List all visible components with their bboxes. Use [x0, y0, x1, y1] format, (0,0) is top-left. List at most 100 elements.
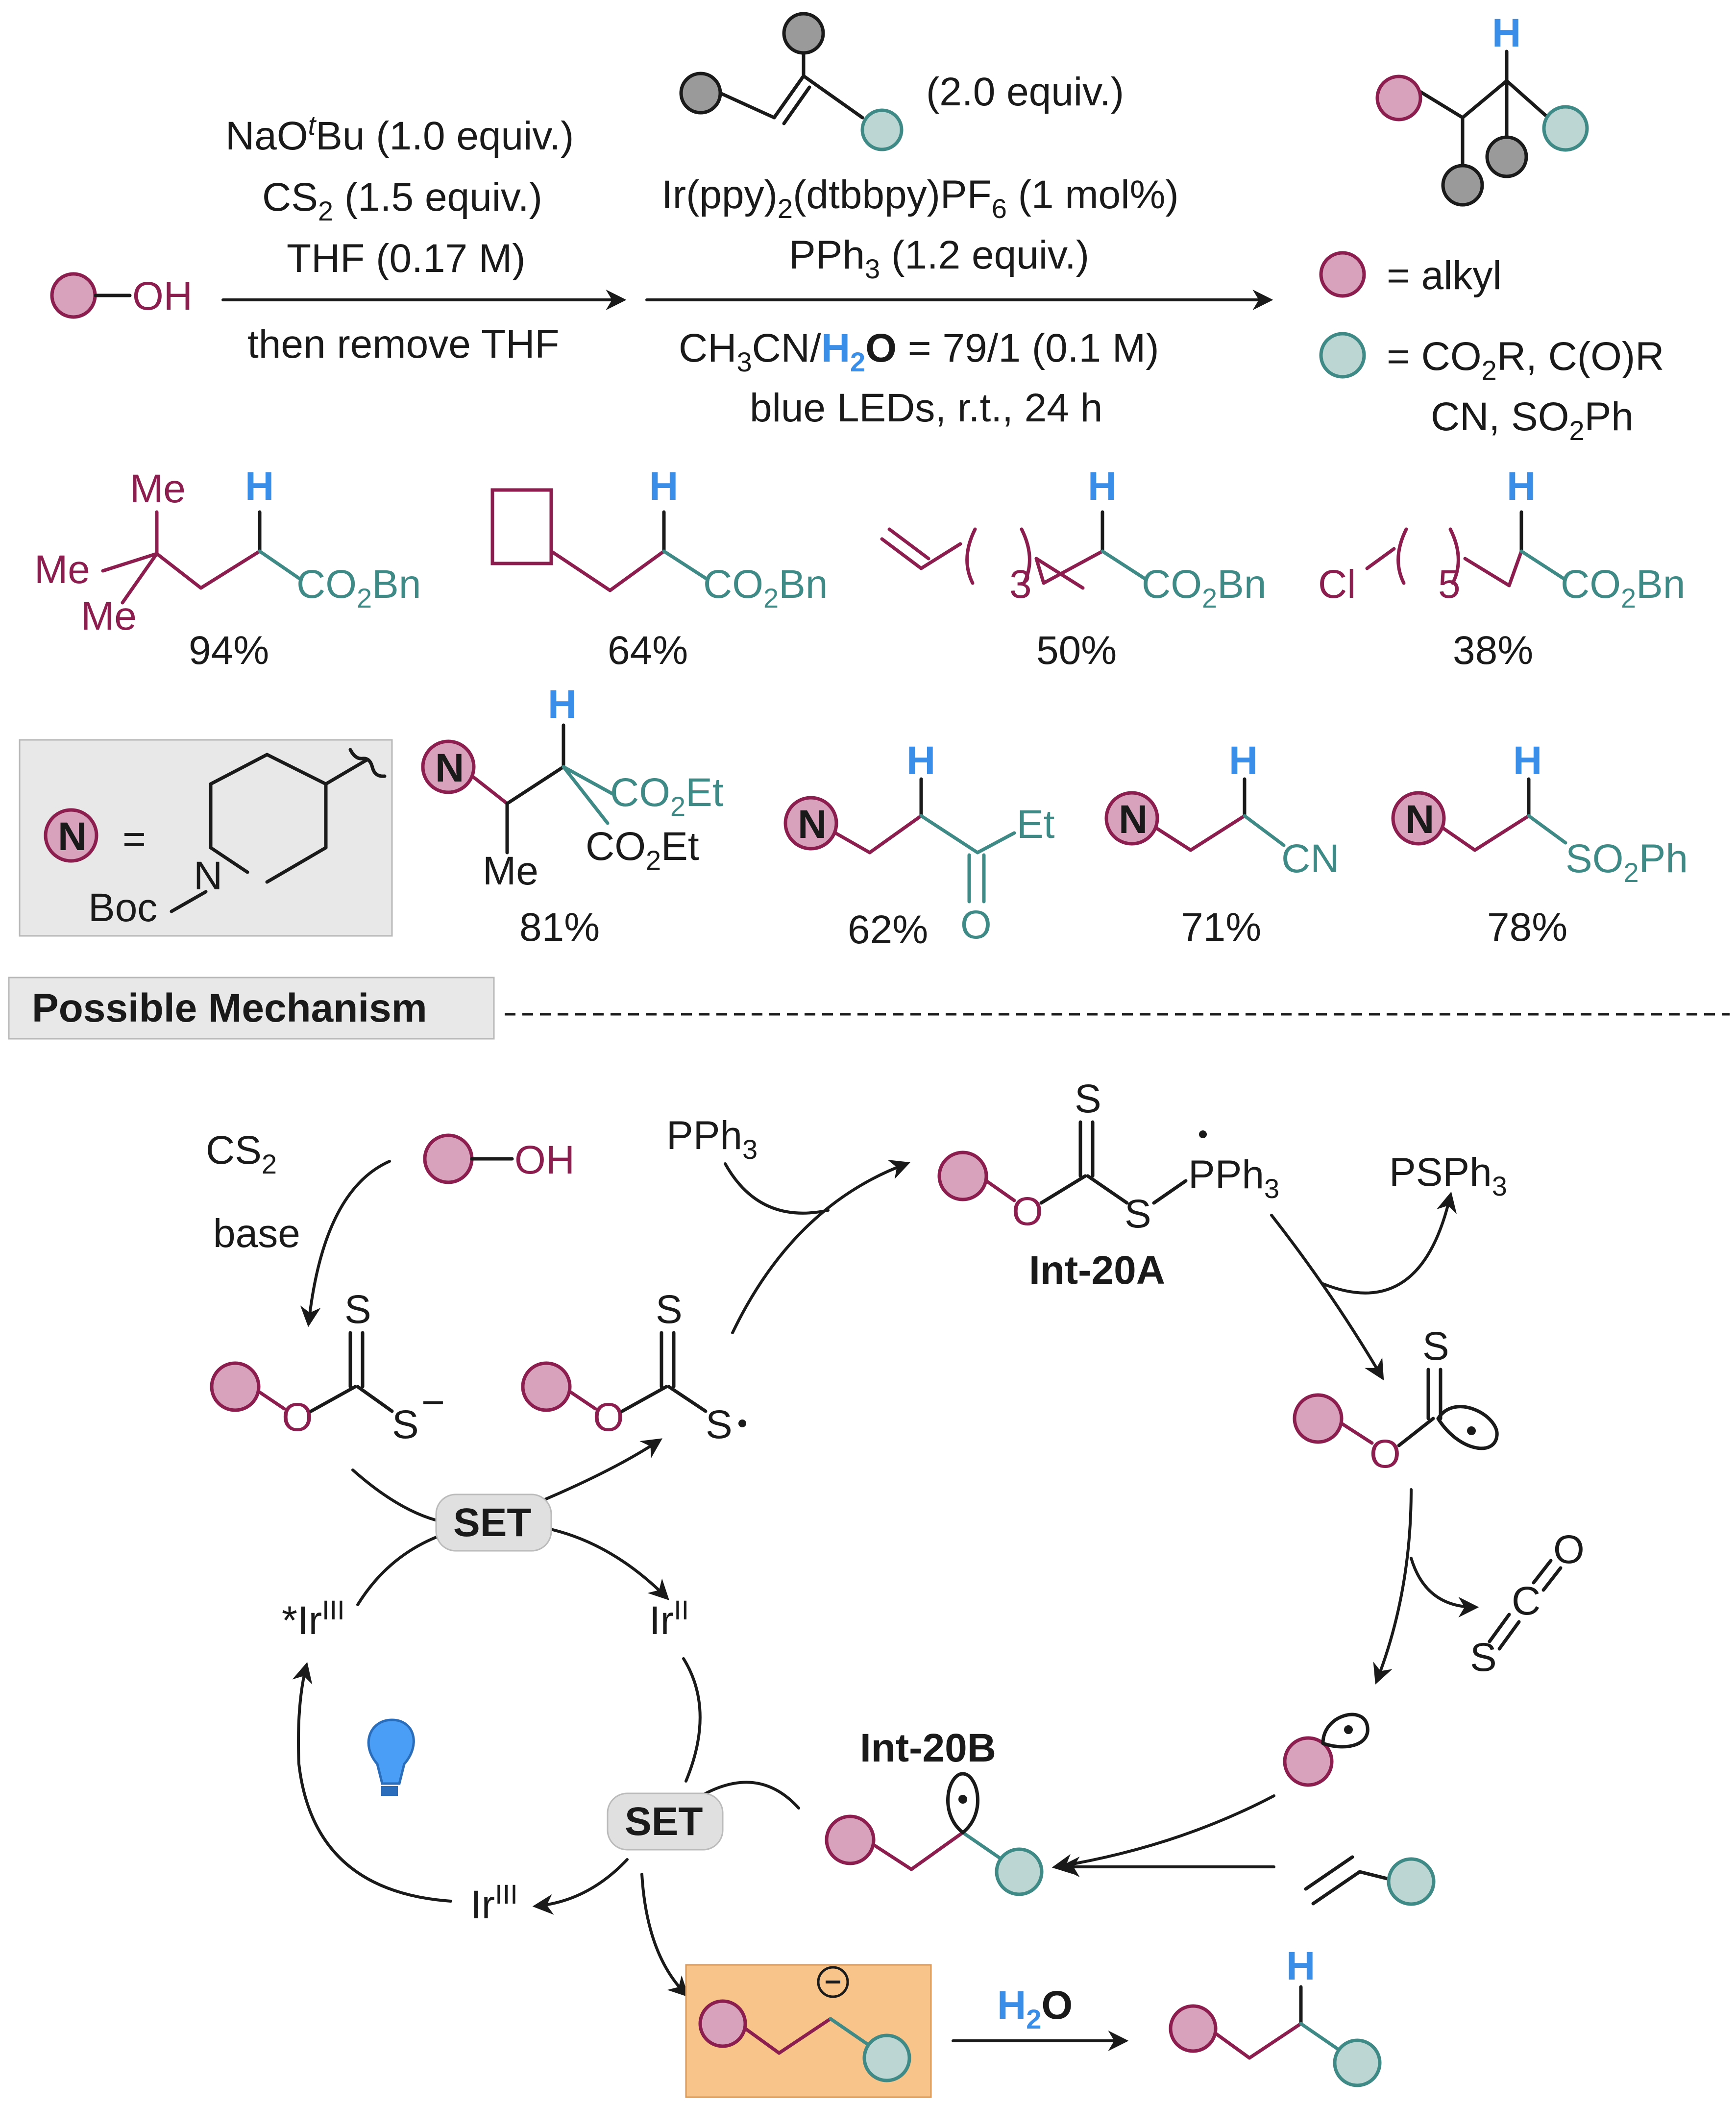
alkene-equiv: (2.0 equiv.): [926, 70, 1124, 114]
reagent-cs2: CS2 (1.5 equiv.): [262, 175, 542, 226]
oh-label: OH: [132, 274, 193, 318]
legend-ewg-line1: = CO2R, C(O)R: [1387, 334, 1664, 386]
svg-text:SET: SET: [625, 1799, 703, 1844]
yield-3: 50%: [1036, 628, 1117, 673]
svg-text:H: H: [548, 682, 577, 727]
svg-text:O: O: [1553, 1527, 1585, 1572]
svg-text:H: H: [1507, 464, 1536, 509]
svg-text:−: −: [421, 1380, 445, 1425]
svg-text:H: H: [1229, 738, 1258, 783]
svg-text:S: S: [1470, 1635, 1497, 1680]
svg-text:S: S: [344, 1287, 371, 1332]
reagent-naotbu: NaOtBu (1.0 equiv.): [225, 110, 574, 158]
product-2: H CO2Bn 64%: [490, 464, 828, 673]
svg-text:N: N: [1405, 797, 1434, 842]
yield-2: 64%: [608, 628, 688, 673]
ir-excited: *IrIII: [282, 1594, 345, 1643]
mechanism-header-box: [8, 977, 495, 1040]
svg-text:Cl: Cl: [1318, 562, 1356, 607]
svg-text:H: H: [906, 738, 935, 783]
ir-iii: IrIII: [470, 1879, 518, 1927]
ir-ii: IrII: [649, 1594, 689, 1643]
legend-alkyl-ball: [1319, 251, 1366, 298]
legend-ewg-line2: CN, SO2Ph: [1431, 394, 1634, 446]
svg-text:O: O: [282, 1395, 313, 1440]
svg-text:H: H: [1492, 11, 1521, 55]
svg-text:H: H: [1286, 1944, 1315, 1988]
svg-text:S: S: [392, 1402, 419, 1447]
yield-6: 62%: [848, 907, 928, 952]
reagent-catalyst: Ir(ppy)2(dtbbpy)PF6 (1 mol%): [661, 172, 1179, 224]
carbanion: [698, 1966, 911, 2082]
xanthyl-radical: O S S: [521, 1287, 746, 1447]
reagent-thf: THF (0.17 M): [287, 236, 525, 281]
light-bulb-icon: [367, 1718, 415, 1796]
svg-text:Me: Me: [483, 849, 538, 893]
svg-text:N: N: [1119, 797, 1148, 842]
svg-text:S: S: [1125, 1192, 1151, 1236]
svg-text:OH: OH: [514, 1138, 575, 1182]
cos-product: S C O: [1470, 1527, 1585, 1680]
svg-text:Me: Me: [81, 594, 137, 638]
product-row-2: N = N Boc N H CO2Et CO2Et: [19, 682, 1688, 952]
alkyl-ball: [50, 272, 97, 319]
boc-piperidine: N Boc: [88, 748, 387, 930]
product-4: Cl 5 H CO2Bn 38%: [1318, 464, 1685, 673]
product-3: 3 H CO2Bn 50%: [880, 464, 1266, 673]
svg-text:O: O: [1369, 1432, 1401, 1476]
yield-8: 78%: [1487, 905, 1567, 950]
svg-text:Me: Me: [130, 466, 186, 511]
reagent-pph3: PPh3 (1.2 equiv.): [789, 233, 1089, 284]
svg-text:H: H: [1513, 738, 1542, 783]
svg-text:N: N: [194, 854, 222, 898]
svg-text:CO2Bn: CO2Bn: [1142, 562, 1266, 613]
alkene-acceptor: [1304, 1855, 1436, 1906]
svg-text:SO2Ph: SO2Ph: [1565, 836, 1688, 888]
int-20a-label: Int-20A: [1029, 1248, 1165, 1293]
svg-text:CO2Et: CO2Et: [586, 824, 699, 876]
alkoxythiocarbonyl-radical: O S: [1293, 1324, 1499, 1476]
mechanism: CS2 base OH O S S − O: [206, 1077, 1585, 2098]
alkene-reagent: [679, 12, 904, 151]
svg-text:S: S: [1075, 1077, 1101, 1121]
svg-text:O: O: [593, 1395, 624, 1440]
int-20a: O S S PPh3: [937, 1077, 1279, 1236]
mechanism-header: Possible Mechanism: [32, 986, 427, 1030]
int-20b-label: Int-20B: [860, 1726, 996, 1770]
svg-text:PPh3: PPh3: [1188, 1152, 1279, 1204]
svg-text:O: O: [1012, 1189, 1043, 1234]
yield-4: 38%: [1453, 628, 1533, 673]
product-5: N H CO2Et CO2Et Me 81%: [421, 682, 724, 950]
reagent-light: blue LEDs, r.t., 24 h: [750, 386, 1102, 430]
svg-text:CO2Bn: CO2Bn: [296, 562, 421, 613]
yield-5: 81%: [519, 905, 600, 950]
legend-alkyl: = alkyl: [1387, 253, 1502, 298]
svg-text:H: H: [649, 464, 678, 509]
cs2-label: CS2: [206, 1128, 277, 1179]
svg-text:Me: Me: [34, 547, 90, 592]
product-6: N H Et O 62%: [783, 738, 1055, 952]
reagent-solvent: CH3CN/H2O = 79/1 (0.1 M): [679, 326, 1159, 377]
svg-text:CO2Bn: CO2Bn: [703, 562, 828, 613]
yield-1: 94%: [189, 628, 269, 673]
svg-text:H: H: [245, 464, 274, 509]
set-badge-upper: [435, 1493, 552, 1552]
set-badge-lower: [607, 1792, 724, 1851]
pph3-label: PPh3: [666, 1113, 758, 1165]
svg-text:SET: SET: [453, 1500, 531, 1545]
svg-text:S: S: [1422, 1324, 1449, 1369]
svg-text:H: H: [1088, 464, 1117, 509]
svg-text:CN: CN: [1281, 836, 1339, 881]
final-product: H: [1169, 1944, 1382, 2087]
product-7: N H CN 71%: [1104, 738, 1339, 950]
product-row-1: Me Me Me H CO2Bn 94% H CO2Bn 64%: [34, 464, 1685, 673]
svg-text:Boc: Boc: [88, 885, 157, 930]
int-20b: [825, 1772, 1044, 1896]
legend-ewg-ball: [1319, 332, 1366, 379]
svg-text:Et: Et: [1017, 802, 1055, 847]
svg-text:C: C: [1512, 1579, 1540, 1623]
svg-text:N: N: [435, 746, 464, 790]
reagent-remove-thf: then remove THF: [247, 322, 560, 367]
svg-text:S: S: [706, 1402, 733, 1447]
